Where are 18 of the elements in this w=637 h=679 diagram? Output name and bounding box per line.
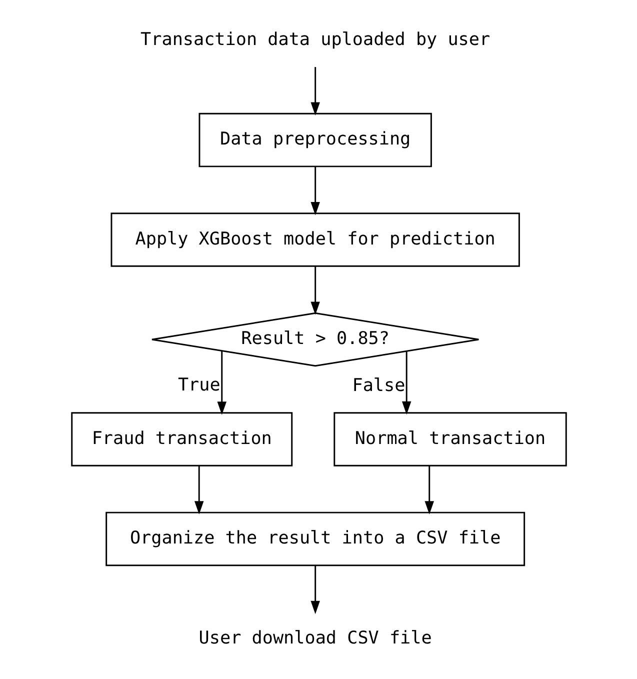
node-text: Transaction data uploaded by user	[140, 30, 490, 50]
edge-label: False	[352, 376, 405, 396]
node-diamond: Result > 0.85?	[150, 312, 479, 367]
arrow	[216, 350, 226, 415]
arrow	[310, 67, 320, 116]
arrow	[310, 166, 320, 216]
node-box: Normal transaction	[333, 412, 566, 466]
arrow	[424, 466, 434, 514]
node-text: User download CSV file	[198, 628, 432, 648]
arrow	[310, 266, 320, 315]
node-box: Organize the result into a CSV file	[105, 512, 525, 566]
edge-label: True	[177, 376, 220, 396]
arrow	[310, 566, 320, 614]
node-box: Fraud transaction	[70, 412, 292, 466]
arrow	[194, 466, 204, 514]
node-box: Apply XGBoost model for prediction	[110, 212, 520, 267]
node-box: Data preprocessing	[198, 112, 432, 168]
arrow	[401, 351, 411, 415]
